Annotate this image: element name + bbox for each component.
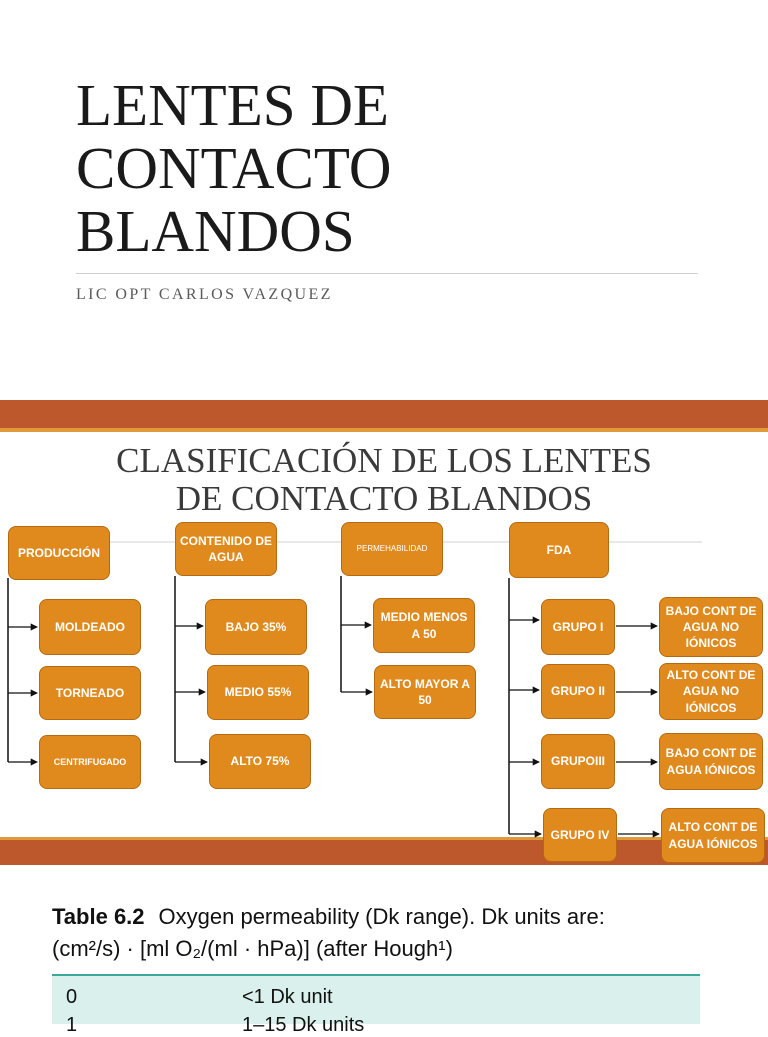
slide-top-band xyxy=(0,400,768,432)
fda-header: FDA xyxy=(509,522,609,578)
table-row-code: 0 xyxy=(66,986,78,1008)
fda-group-1: GRUPO I xyxy=(541,599,615,655)
permeabilidad-item-alto: ALTO MAYOR A 50 xyxy=(374,665,476,719)
produccion-header: PRODUCCIÓN xyxy=(8,526,110,580)
fda-description-3: BAJO CONT DE AGUA IÓNICOS xyxy=(659,733,763,790)
produccion-item-moldeado: MOLDEADO xyxy=(39,599,141,655)
table-row-range: <1 Dk unit xyxy=(242,986,333,1008)
table-heading-line1: Table 6.2 Oxygen permeability (Dk range).… xyxy=(52,904,605,930)
table-row-range: 1–15 Dk units xyxy=(242,1014,365,1036)
slide-title: LENTES DE CONTACTO BLANDOS xyxy=(76,72,392,264)
permeabilidad-header: PERMEHABILIDAD xyxy=(341,522,443,576)
table-body xyxy=(52,976,700,1024)
slide-subtitle: LIC OPT CARLOS VAZQUEZ xyxy=(76,286,333,303)
table-heading-line2: (cm²/s) · [ml O₂/(ml · hPa)] (after Houg… xyxy=(52,936,453,961)
fda-description-2: ALTO CONT DE AGUA NO IÓNICOS xyxy=(659,663,763,720)
table-label: Table 6.2 xyxy=(52,904,145,929)
fda-group-3: GRUPOIII xyxy=(541,734,615,789)
permeabilidad-item-medio: MEDIO MENOS A 50 xyxy=(373,598,475,653)
classification-title-line1: CLASIFICACIÓN DE LOS LENTES xyxy=(116,441,652,480)
title-divider xyxy=(76,273,698,274)
table-top-rule xyxy=(52,974,700,976)
slide-bottom-band xyxy=(0,837,768,865)
fda-description-1: BAJO CONT DE AGUA NO IÓNICOS xyxy=(659,597,763,657)
contenido-item-bajo: BAJO 35% xyxy=(205,599,307,655)
fda-description-4: ALTO CONT DE AGUA IÓNICOS xyxy=(661,808,765,863)
contenido-item-alto: ALTO 75% xyxy=(209,734,311,789)
fda-group-4: GRUPO IV xyxy=(543,808,617,862)
produccion-item-centrifugado: CENTRIFUGADO xyxy=(39,735,141,789)
contenido-item-medio: MEDIO 55% xyxy=(207,665,309,720)
classification-title-line2: DE CONTACTO BLANDOS xyxy=(175,479,593,518)
title-slide: LENTES DE CONTACTO BLANDOS LIC OPT CARLO… xyxy=(0,0,768,400)
fda-group-2: GRUPO II xyxy=(541,664,615,719)
table-row-code: 1 xyxy=(66,1014,78,1036)
classification-title: CLASIFICACIÓN DE LOS LENTES DE CONTACTO … xyxy=(40,442,728,518)
produccion-item-torneado: TORNEADO xyxy=(39,666,141,720)
table-caption: Oxygen permeability (Dk range). Dk units… xyxy=(158,904,605,929)
contenido-header: CONTENIDO DE AGUA xyxy=(175,522,277,576)
